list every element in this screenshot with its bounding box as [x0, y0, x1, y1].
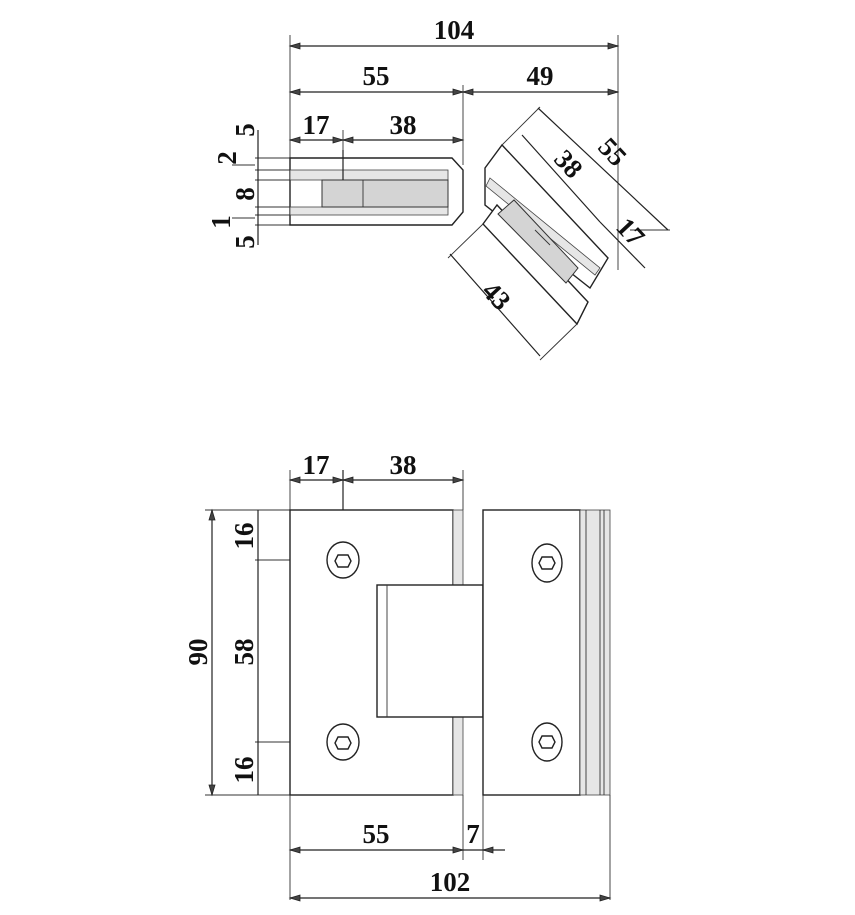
dim-angled-offset: 17 [610, 212, 650, 252]
dim-stack-8: 8 [230, 187, 260, 201]
left-leaf-top [289, 150, 464, 226]
front-view: 17 38 90 16 58 16 [183, 450, 612, 902]
dim-front-overall-width: 102 [430, 867, 471, 897]
dim-left-clamp: 38 [390, 110, 417, 140]
dim-angled-glass-length: 43 [476, 276, 516, 316]
dim-stack-2: 2 [212, 151, 242, 165]
dim-front-overall-height: 90 [183, 639, 213, 666]
dim-left-leaf-width: 55 [363, 61, 390, 91]
dim-stack-5-top: 5 [230, 123, 260, 137]
glass-panel-right [497, 199, 579, 284]
dim-stack-1: 1 [206, 215, 236, 229]
dim-line-angled-43 [449, 253, 541, 357]
dim-line-angled-38 [521, 134, 601, 223]
right-plate-front [482, 509, 611, 796]
hinge-knuckle [376, 584, 484, 718]
dim-angled-leaf-length: 55 [592, 132, 632, 172]
dim-front-top-offset: 17 [303, 450, 330, 480]
dim-stack-5-bottom: 5 [230, 235, 260, 249]
dim-front-bottom-leaf-width: 55 [363, 819, 390, 849]
dim-line-angled-55 [537, 107, 669, 231]
dim-front-hole-bottom: 16 [229, 757, 259, 784]
dim-overall-width: 104 [434, 15, 475, 45]
top-view: 104 55 49 17 38 5 2 8 1 5 [206, 15, 670, 361]
right-leaf-angled [482, 143, 609, 326]
dim-right-leaf-width: 49 [527, 61, 554, 91]
dim-front-top-clamp: 38 [390, 450, 417, 480]
dim-front-bottom-gap: 7 [466, 819, 480, 849]
dim-left-offset: 17 [303, 110, 330, 140]
dim-front-hole-spacing: 58 [229, 639, 259, 666]
dim-front-hole-top: 16 [229, 523, 259, 550]
glass-panel-left [321, 179, 449, 208]
